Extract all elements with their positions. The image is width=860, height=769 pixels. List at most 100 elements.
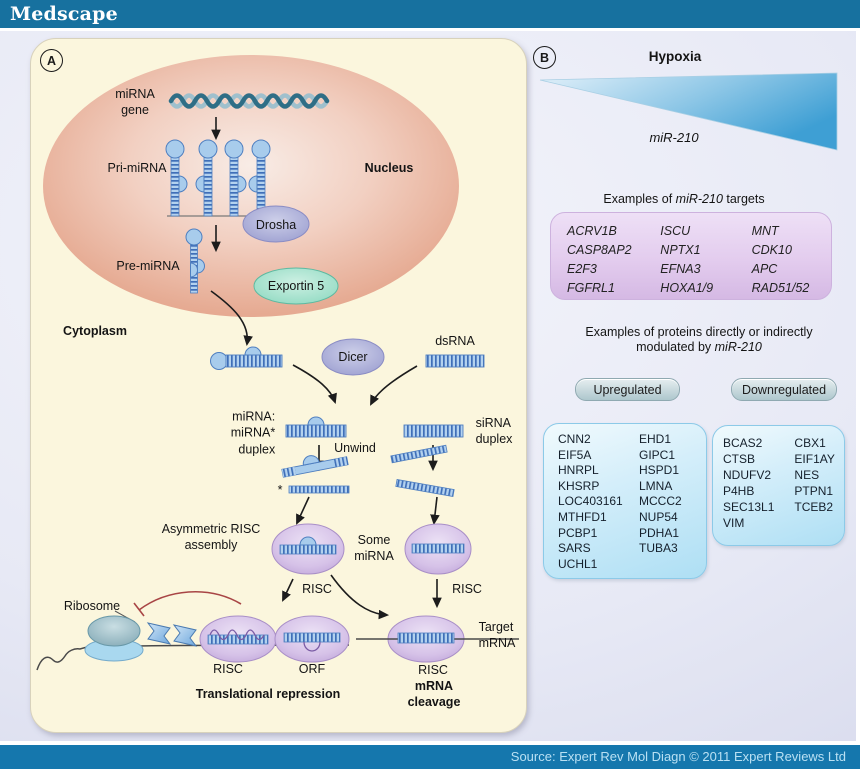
upregulated-protein: MCCC2 <box>639 494 682 509</box>
downregulated-protein: NDUFV2 <box>723 468 772 482</box>
risc-sirna-oval <box>404 523 472 575</box>
source-citation-text: Source: Expert Rev Mol Diagn © 2011 Expe… <box>510 749 846 764</box>
translational-repression-label: Translational repression <box>195 686 341 701</box>
modulated-title-line2: modulated by miR-210 <box>549 340 849 354</box>
risc-repression-oval <box>199 615 277 663</box>
upregulated-protein: TUBA3 <box>639 541 678 556</box>
downregulated-protein: PTPN1 <box>794 484 834 498</box>
upregulated-protein: GIPC1 <box>639 447 676 462</box>
downregulated-protein: CBX1 <box>794 436 826 450</box>
downregulated-protein: CTSB <box>723 452 756 466</box>
gene-target: NPTX1 <box>660 243 701 257</box>
gene-target: CDK10 <box>751 243 792 257</box>
pri-mirna-label: Pri-miRNA <box>107 160 167 175</box>
nuclear-export-arrow <box>210 290 253 347</box>
upregulated-protein: HNRPL <box>558 463 599 478</box>
sirna-duplex-bar <box>403 424 464 438</box>
risc-assembly-arrow-left <box>296 496 310 525</box>
gene-target: FGFRL1 <box>567 281 615 295</box>
gene-target: ACRV1B <box>567 224 617 238</box>
figure-canvas: A miRNA gene Pri-miRNA Nucleus Drosha Pr… <box>0 31 856 741</box>
risc-arrow-left <box>282 578 294 602</box>
upregulated-pill: Upregulated <box>575 378 680 401</box>
exportin5-oval <box>253 267 339 305</box>
source-footer-bar: Source: Expert Rev Mol Diagn © 2011 Expe… <box>0 745 860 769</box>
gene-target: ISCU <box>660 224 691 238</box>
targets-title: Examples of miR-210 targets <box>564 192 804 206</box>
gene-target: HOXA1/9 <box>660 281 714 295</box>
modulated-title-line1: Examples of proteins directly or indirec… <box>585 325 813 339</box>
dicer-arrow-left <box>292 364 337 404</box>
exportin5-label: Exportin 5 <box>267 278 325 293</box>
upregulated-protein: KHSRP <box>558 478 600 493</box>
targets-title-suffix: targets <box>722 192 765 206</box>
passenger-strand-asterisk: * <box>277 482 283 497</box>
dicer-label: Dicer <box>338 349 368 364</box>
medscape-logo[interactable]: Medscape <box>10 3 118 25</box>
drosha-label: Drosha <box>255 217 297 232</box>
targets-title-prefix: Examples of <box>603 192 676 206</box>
mirna-duplex-shape <box>285 416 347 438</box>
mrna-cleavage-label: mRNA cleavage <box>407 678 461 709</box>
risc-mirna-oval <box>271 523 345 575</box>
mirna-gene-label: miRNA gene <box>115 86 155 117</box>
upregulated-protein: MTHFD1 <box>558 509 607 524</box>
mirna-duplex-label: miRNA: miRNA* duplex <box>230 409 276 457</box>
mir210-label: miR-210 <box>649 130 699 145</box>
drosha-oval <box>242 205 310 243</box>
sirna-duplex-label: siRNA duplex <box>475 415 513 446</box>
pre-mirna-label: Pre-miRNA <box>116 258 180 273</box>
dsrna-bar <box>425 354 485 368</box>
risc-right-label: RISC <box>452 581 482 596</box>
gene-target: APC <box>751 262 778 276</box>
downregulated-protein: P4HB <box>723 484 755 498</box>
gene-target: RAD51/52 <box>751 281 810 295</box>
inhibition-arc <box>133 590 242 617</box>
orf-oval <box>274 615 350 663</box>
asymmetric-risc-label: Asymmetric RISC assembly <box>161 521 261 552</box>
risc-repression-label: RISC <box>213 661 243 676</box>
upregulated-protein: LOC403161 <box>558 494 623 509</box>
targets-title-gene: miR-210 <box>675 192 723 206</box>
upregulated-protein: EHD1 <box>639 432 672 446</box>
risc-assembly-arrow-right <box>430 496 440 526</box>
upregulated-protein: CNN2 <box>558 432 591 446</box>
downregulated-pill: Downregulated <box>731 378 837 401</box>
dicer-oval <box>321 338 385 376</box>
unwound-mirna <box>281 455 350 494</box>
upregulated-protein: SARS <box>558 541 591 556</box>
some-mirna-label: Some miRNA <box>354 532 394 563</box>
unwind-label: Unwind <box>334 440 376 455</box>
downregulated-protein: SEC13L1 <box>723 500 775 514</box>
hypoxia-gradient-triangle <box>539 72 838 151</box>
cap-complex-shapes <box>146 622 198 647</box>
dna-helix <box>168 93 330 109</box>
orf-label: ORF <box>298 661 326 676</box>
panel-b-badge: B <box>533 46 556 69</box>
cytoplasm-label: Cytoplasm <box>63 323 127 338</box>
modulated-line2-prefix: modulated by <box>636 340 715 354</box>
downregulated-protein: TCEB2 <box>794 500 834 514</box>
upregulated-protein: PDHA1 <box>639 525 680 540</box>
upregulated-protein: LMNA <box>639 478 673 493</box>
downregulated-protein: NES <box>794 468 820 482</box>
some-mirna-curved-arrow <box>330 574 390 620</box>
downregulated-protein: EIF1AY <box>794 452 835 466</box>
ribosome-shape <box>84 615 144 662</box>
modulated-line2-gene: miR-210 <box>714 340 762 354</box>
dsrna-label: dsRNA <box>435 333 475 348</box>
upregulated-protein: EIF5A <box>558 447 592 462</box>
target-mrna-label: Target mRNA <box>478 619 516 650</box>
upregulated-protein: HSPD1 <box>639 463 680 478</box>
upregulated-protein: PCBP1 <box>558 525 598 540</box>
